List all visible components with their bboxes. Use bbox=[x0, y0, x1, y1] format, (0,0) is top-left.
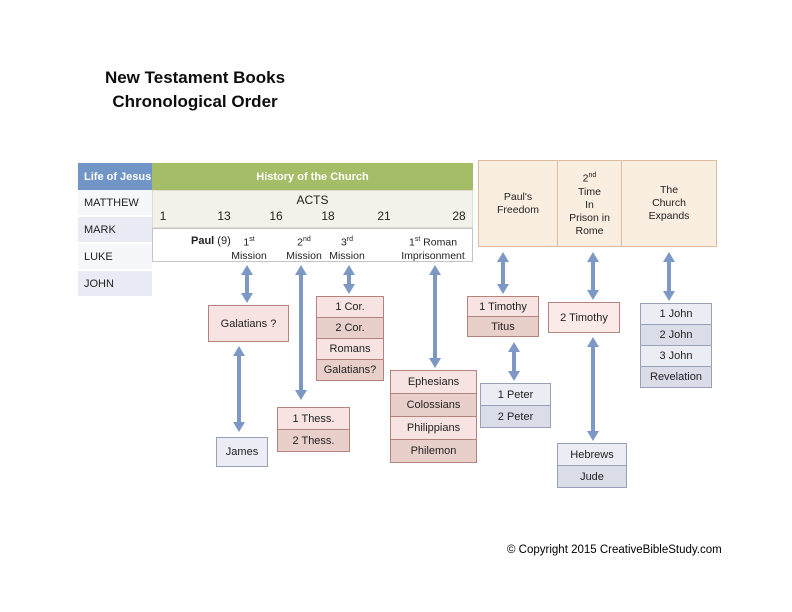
life-of-jesus-table: Life of Jesus MATTHEW MARK LUKE JOHN bbox=[78, 163, 152, 298]
book-jude: Jude bbox=[557, 465, 627, 488]
book-3-john: 3 John bbox=[640, 345, 712, 367]
book-1-timothy: 1 Timothy bbox=[467, 296, 539, 317]
book-ephesians: Ephesians bbox=[390, 370, 477, 394]
arrow-titus-peter bbox=[508, 342, 520, 381]
book-romans: Romans bbox=[316, 338, 384, 360]
acts-chapter-1: 1 bbox=[159, 209, 167, 223]
stack-hebrews-jude: Hebrews Jude bbox=[557, 443, 627, 488]
history-of-church-header: History of the Church bbox=[152, 163, 473, 190]
era-pauls-freedom: Paul's Freedom bbox=[496, 190, 539, 216]
acts-label: ACTS bbox=[296, 193, 329, 207]
era-church-expands: The Church Expands bbox=[621, 161, 716, 246]
stack-pastoral: 1 Timothy Titus bbox=[467, 296, 539, 337]
paul-label: Paul (9) bbox=[191, 235, 231, 247]
book-1-john: 1 John bbox=[640, 303, 712, 325]
stack-peter: 1 Peter 2 Peter bbox=[480, 383, 551, 428]
book-philippians: Philippians bbox=[390, 416, 477, 440]
gospel-row-matthew: MATTHEW bbox=[78, 190, 152, 217]
book-philemon: Philemon bbox=[390, 439, 477, 463]
arrow-expands-john bbox=[663, 252, 675, 301]
book-revelation: Revelation bbox=[640, 366, 712, 388]
arrow-2timothy-hebrews bbox=[587, 337, 599, 441]
acts-chapter-28: 28 bbox=[452, 209, 466, 223]
paul-name: Paul bbox=[191, 235, 215, 247]
book-2-thessalonians: 2 Thess. bbox=[277, 429, 350, 452]
acts-timeline-band: ACTS 1 13 16 18 21 28 bbox=[152, 190, 473, 228]
book-2-peter: 2 Peter bbox=[480, 405, 551, 428]
gospel-row-luke: LUKE bbox=[78, 244, 152, 271]
mission-1: 1st Mission bbox=[231, 236, 267, 262]
acts-chapter-16: 16 bbox=[269, 209, 283, 223]
book-hebrews: Hebrews bbox=[557, 443, 627, 466]
book-titus: Titus bbox=[467, 316, 539, 337]
era-second-prison: 2nd Time In Prison in Rome bbox=[557, 161, 621, 246]
book-1-peter: 1 Peter bbox=[480, 383, 551, 406]
acts-chapter-13: 13 bbox=[217, 209, 231, 223]
roman-imprisonment: 1st Roman Imprisonment bbox=[401, 236, 465, 262]
book-2-timothy: 2 Timothy bbox=[548, 302, 620, 333]
arrow-mission3-corinthians bbox=[343, 265, 355, 294]
title-line-1: New Testament Books bbox=[104, 68, 286, 87]
page-title: New Testament Books Chronological Order bbox=[85, 66, 305, 114]
stack-thessalonians: 1 Thess. 2 Thess. bbox=[277, 407, 350, 452]
book-colossians: Colossians bbox=[390, 393, 477, 417]
arrow-mission1-galatians bbox=[241, 265, 253, 303]
book-galatians-question: Galatians ? bbox=[208, 305, 289, 342]
paul-book-count: (9) bbox=[217, 235, 231, 247]
book-james: James bbox=[216, 437, 268, 467]
paul-missions-band: Paul (9) 1st Mission 2nd Mission 3rd Mis… bbox=[152, 228, 473, 262]
gospel-row-mark: MARK bbox=[78, 217, 152, 244]
book-2-corinthians: 2 Cor. bbox=[316, 317, 384, 339]
book-2-john: 2 John bbox=[640, 324, 712, 346]
mission-2: 2nd Mission bbox=[286, 236, 322, 262]
copyright-text: © Copyright 2015 CreativeBibleStudy.com bbox=[507, 544, 722, 556]
acts-chapter-21: 21 bbox=[377, 209, 391, 223]
era-boxes: Paul's Freedom 2nd Time In Prison in Rom… bbox=[478, 160, 717, 247]
arrow-prison2-2timothy bbox=[587, 252, 599, 300]
mission-3: 3rd Mission bbox=[329, 236, 365, 262]
book-1-thessalonians: 1 Thess. bbox=[277, 407, 350, 430]
stack-corinthians-romans: 1 Cor. 2 Cor. Romans Galatians? bbox=[316, 296, 384, 381]
arrow-imprisonment-ephesians bbox=[429, 265, 441, 368]
title-line-2: Chronological Order bbox=[112, 92, 278, 111]
arrow-mission2-thessalonians bbox=[295, 265, 307, 400]
book-galatians: Galatians? bbox=[316, 359, 384, 381]
stack-prison-epistles: Ephesians Colossians Philippians Philemo… bbox=[390, 370, 477, 463]
arrow-freedom-timothy bbox=[497, 252, 509, 294]
gospel-row-john: JOHN bbox=[78, 271, 152, 298]
acts-chapter-18: 18 bbox=[321, 209, 335, 223]
stack-johannine: 1 John 2 John 3 John Revelation bbox=[640, 303, 712, 388]
arrow-galatians-james bbox=[233, 346, 245, 432]
life-of-jesus-header: Life of Jesus bbox=[78, 163, 152, 190]
book-1-corinthians: 1 Cor. bbox=[316, 296, 384, 318]
